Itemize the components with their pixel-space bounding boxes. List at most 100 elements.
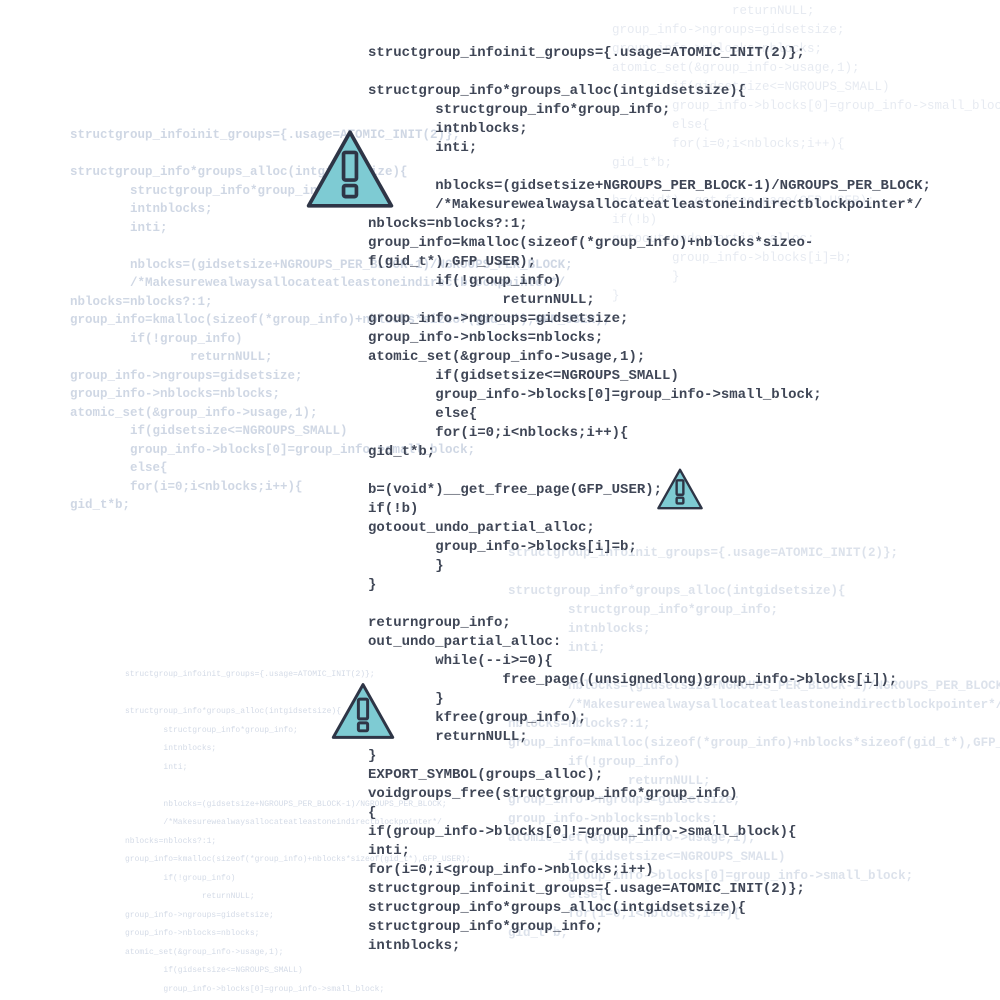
code-line: group_info->nblocks=nblocks; <box>508 812 719 826</box>
code-line: group_info=kmalloc(sizeof(*group_info)+n… <box>508 736 1000 750</box>
code-line: nblocks=nblocks?:1; <box>368 216 528 232</box>
code-line: nblocks=nblocks?:1; <box>125 836 217 846</box>
code-line: if(!b) <box>612 213 658 227</box>
code-line: structgroup_infoinit_groups={.usage=ATOM… <box>70 128 461 142</box>
code-line: if(gidsetsize<=NGROUPS_SMALL) <box>125 966 303 975</box>
code-line: group_info->ngroups=gidsetsize; <box>508 793 741 807</box>
code-line: /*Makesurewealwaysallocateatleastoneindi… <box>125 818 442 827</box>
code-line: intnblocks; <box>368 121 528 137</box>
code-line: structgroup_infoinit_groups={.usage=ATOM… <box>508 546 899 560</box>
warning-icon <box>657 468 703 510</box>
main-code-block: structgroup_infoinit_groups={.usage=ATOM… <box>368 44 931 956</box>
code-line: structgroup_infoinit_groups={.usage=ATOM… <box>368 45 805 61</box>
code-line: returnNULL; <box>368 729 528 745</box>
code-line: structgroup_info*group_info; <box>368 919 604 935</box>
code-line: if(gidsetsize<=NGROUPS_SMALL) <box>508 850 786 864</box>
code-line: group_info->nblocks=nblocks; <box>368 330 604 346</box>
ghost-code-block-left: structgroup_infoinit_groups={.usage=ATOM… <box>70 126 610 515</box>
code-line: gid_t*b; <box>508 926 569 940</box>
code-line: } <box>368 691 444 707</box>
code-line: else{ <box>70 461 168 475</box>
code-line: b=(void*)__get_free_page(GFP_USER); <box>612 194 875 208</box>
code-line: for(i=0;i<nblocks;i++){ <box>368 425 629 441</box>
code-line: returnNULL; <box>368 292 595 308</box>
code-line: intnblocks; <box>70 202 213 216</box>
code-line <box>368 63 931 82</box>
code-line: inti; <box>125 762 188 772</box>
code-line: returnNULL; <box>612 4 815 18</box>
code-line: while(--i>=0){ <box>368 653 553 669</box>
code-line: structgroup_info*group_info; <box>368 102 671 118</box>
ghost-code-block-top-right: returnNULL; group_info->ngroups=gidsetsiz… <box>612 2 1000 306</box>
code-line: group_info->blocks[0]=group_info->small_… <box>368 387 822 403</box>
code-line: structgroup_info*groups_alloc(intgidsets… <box>125 707 342 716</box>
code-line: b=(void*)__get_free_page(GFP_USER); <box>368 482 663 498</box>
code-line: if(group_info->blocks[0]!=group_info->sm… <box>368 824 797 840</box>
code-line: } <box>612 270 680 284</box>
code-line: nblocks=(gidsetsize+NGROUPS_PER_BLOCK-1)… <box>70 257 573 272</box>
code-line: EXPORT_SYMBOL(groups_alloc); <box>368 767 604 783</box>
code-line: group_info=kmalloc(sizeof(*group_info)+n… <box>368 235 814 251</box>
code-line: inti; <box>508 641 606 655</box>
warning-icon <box>331 683 395 739</box>
code-line: group_info->ngroups=gidsetsize; <box>368 311 629 327</box>
code-line: structgroup_info*group_info; <box>508 603 779 617</box>
code-line: intnblocks; <box>508 622 651 636</box>
code-line: group_info->blocks[i]=b; <box>612 251 853 265</box>
code-line: structgroup_info*groups_alloc(intgidsets… <box>508 584 846 598</box>
code-line: } <box>368 558 444 574</box>
code-line: if(!group_info) <box>125 873 236 883</box>
code-line: nblocks=(gidsetsize+NGROUPS_PER_BLOCK-1)… <box>368 178 931 194</box>
code-line: group_info=kmalloc(sizeof(*group_info)+n… <box>70 313 611 327</box>
code-line: if(!b) <box>368 501 419 517</box>
code-line: nblocks=(gidsetsize+NGROUPS_PER_BLOCK-1)… <box>508 679 1000 693</box>
code-line: gid_t*b; <box>70 498 131 512</box>
code-line: group_info->ngroups=gidsetsize; <box>612 23 845 37</box>
code-line: group_info->blocks[0]=group_info->small_… <box>508 869 914 883</box>
code-line: group_info->blocks[0]=group_info->small_… <box>125 984 385 994</box>
code-line <box>368 462 931 481</box>
code-line: kfree(group_info); <box>368 710 587 726</box>
code-line: structgroup_infoinit_groups={.usage=ATOM… <box>125 670 375 679</box>
code-line: for(i=0;i<nblocks;i++){ <box>508 907 741 921</box>
code-line: structgroup_infoinit_groups={.usage=ATOM… <box>368 881 805 897</box>
code-line: intnblocks; <box>368 938 461 954</box>
code-line: returnNULL; <box>125 892 255 901</box>
code-line: group_info->ngroups=gidsetsize; <box>125 910 274 920</box>
code-line: structgroup_info*groups_alloc(intgidsets… <box>368 900 747 916</box>
code-line: voidgroups_free(structgroup_info*group_i… <box>368 786 738 802</box>
code-line: returngroup_info; <box>368 615 511 631</box>
code-line: group_info->ngroups=gidsetsize; <box>70 368 303 383</box>
code-line: intnblocks; <box>125 744 217 753</box>
code-line: group_info->nblocks=nblocks; <box>612 42 823 56</box>
code-line: } <box>612 289 620 303</box>
code-line: } <box>368 577 377 593</box>
code-line: for(i=0;i<nblocks;i++){ <box>70 479 303 494</box>
code-line: /*Makesurewealwaysallocateatleastoneindi… <box>368 197 923 213</box>
code-line: else{ <box>612 118 710 132</box>
code-line: group_info->blocks[0]=group_info->small_… <box>70 442 476 457</box>
code-line: { <box>368 805 377 821</box>
code-line: structgroup_info*group_info; <box>125 725 298 735</box>
code-line: for(i=0;i<nblocks;i++){ <box>612 137 845 151</box>
code-line: if(!group_info) <box>368 273 562 289</box>
code-line: atomic_set(&group_info->usage,1); <box>612 61 860 75</box>
code-line <box>368 595 931 614</box>
code-line: gid_t*b; <box>612 156 673 170</box>
code-line: structgroup_info*groups_alloc(intgidsets… <box>368 83 747 99</box>
ghost-code-block-small: structgroup_infoinit_groups={.usage=ATOM… <box>125 666 471 999</box>
code-line: if(!group_info) <box>70 331 243 346</box>
code-line: returnNULL; <box>70 350 273 364</box>
code-line: else{ <box>368 406 478 422</box>
code-line: group_info->nblocks=nblocks; <box>70 387 281 401</box>
code-line: if(gidsetsize<=NGROUPS_SMALL) <box>368 368 679 384</box>
code-line: /*Makesurewealwaysallocateatleastoneindi… <box>508 698 1000 712</box>
code-line: if(gidsetsize<=NGROUPS_SMALL) <box>70 424 348 438</box>
code-line: out_undo_partial_alloc: <box>368 634 562 650</box>
code-line: if(gidsetsize<=NGROUPS_SMALL) <box>612 80 890 94</box>
code-line: group_info->blocks[0]=group_info->small_… <box>612 99 1000 113</box>
code-line: group_info->nblocks=nblocks; <box>125 929 260 938</box>
code-line: structgroup_info*group_info; <box>70 183 341 198</box>
code-line: f(gid_t*),GFP_USER); <box>368 254 537 270</box>
code-line: nblocks=nblocks?:1; <box>70 294 213 309</box>
